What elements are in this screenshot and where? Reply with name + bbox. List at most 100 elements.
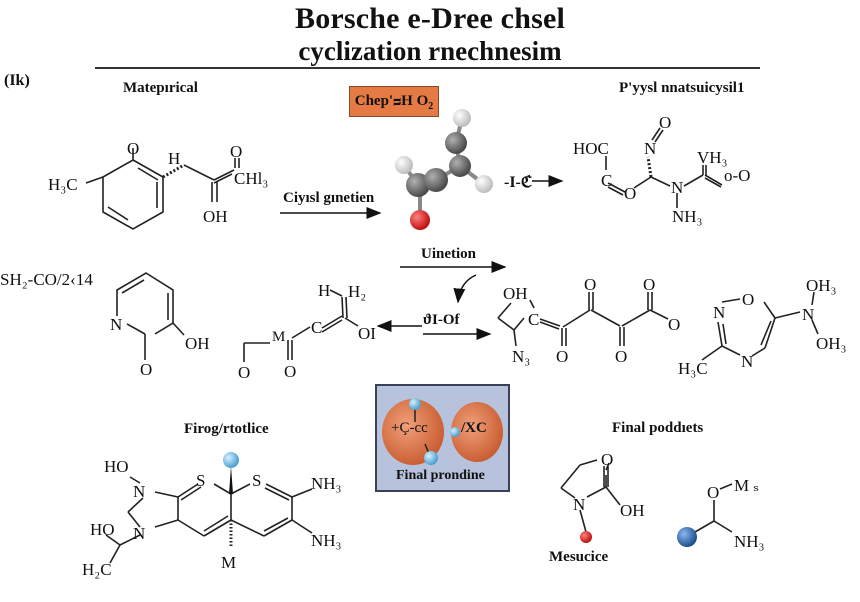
panel-graphic: [382, 398, 503, 465]
wedge-bond: [229, 466, 233, 494]
atom-C: C: [601, 171, 612, 190]
atom-N: N: [713, 303, 725, 322]
atom-HOC: HOC: [573, 139, 609, 158]
blue-atom-ball: [677, 527, 697, 547]
panel-id: (Ik): [4, 72, 30, 89]
atom-OH3: OH₃: [806, 276, 837, 295]
atom-N: N: [133, 524, 145, 543]
atom-C: C: [311, 318, 322, 337]
atom-H3C: H₃C: [678, 359, 708, 378]
arrow-label-cyclization: Ciyısl gınetien: [283, 190, 375, 206]
atom-C: C: [528, 310, 539, 329]
atom-O: o-O: [724, 166, 750, 185]
sphere1-label: +Ç-cc: [391, 420, 428, 436]
carbon-atom-ball: [445, 132, 467, 154]
atom-H: H: [168, 149, 180, 168]
reagent-text: Chep'ᴝH O: [354, 93, 429, 109]
atom-NH3: NH₃: [311, 474, 342, 493]
atom-HO: HO: [104, 457, 129, 476]
arrow-label-reaction: Uinetion: [421, 246, 477, 262]
atom-O: O: [624, 184, 636, 203]
reagent-subscript: 2: [428, 101, 434, 112]
red-atom-ball: [580, 531, 592, 543]
final-product-label: Mesucice: [549, 549, 609, 565]
orange-sphere: [382, 399, 444, 465]
atom-O: O: [668, 315, 680, 334]
oxygen-atom-ball: [410, 210, 430, 230]
atom-H2: H₂: [348, 282, 366, 301]
atom-N: N: [110, 315, 122, 334]
arrow-label-reverse: ϑI-Of: [423, 312, 460, 328]
carbon-atom-ball: [406, 173, 430, 197]
atom-OH: OH: [620, 501, 645, 520]
atom-OH: OH: [203, 207, 228, 226]
side-formula-label: SH₂-CO/2‹14: [0, 270, 93, 289]
atom-OH3: OH₃: [816, 334, 847, 353]
atom-O: O: [238, 363, 250, 382]
molecule-tricyclic: [105, 476, 313, 564]
molecule-final-product-1: [560, 459, 621, 533]
atom-OH: OH: [503, 284, 528, 303]
hydrogen-atom-ball: [475, 175, 493, 193]
molecule-pyridinone: [116, 272, 185, 360]
molecule-final-product-2: [694, 483, 733, 533]
section-starting-material: Matepırical: [123, 80, 198, 96]
atom-M: M: [221, 553, 236, 572]
atom-O: O: [140, 360, 152, 379]
atom-O: O: [601, 450, 613, 469]
atom-O: O: [127, 139, 139, 158]
atom-NH3: NH₃: [311, 531, 342, 550]
hydrogen-atom-ball: [395, 156, 413, 174]
atom-S: S: [252, 471, 261, 490]
atom-O: O: [659, 113, 671, 132]
atom-H3C: H₃C: [48, 175, 78, 194]
atom-O: O: [615, 347, 627, 366]
atom-N: N: [741, 352, 753, 371]
atom-O: O: [584, 275, 596, 294]
atom-H: H: [318, 281, 330, 300]
molecule-middle-chain: [243, 289, 359, 362]
hydrogen-atom-ball: [453, 109, 471, 127]
atom-Ms: M ₛ: [734, 476, 759, 495]
carbon-atom-ball: [449, 155, 471, 177]
light-blue-atom-ball: [409, 398, 421, 410]
molecule-oxadiazepine: [701, 291, 819, 361]
atom-N3: N₃: [512, 347, 530, 366]
atom-O: O: [556, 347, 568, 366]
ball-and-stick-model: [395, 109, 493, 230]
carbon-atom-ball: [424, 168, 448, 192]
section-intermediate: Firog/rtotlice: [184, 421, 269, 437]
atom-NH3: NH₃: [672, 207, 703, 226]
atom-N: N: [802, 305, 814, 324]
atom-O: O: [707, 483, 719, 502]
molecule-polyketone: [497, 292, 669, 347]
diagram-title-line2: cyclization rnechnesim: [298, 36, 562, 66]
atom-N: N: [644, 139, 656, 158]
light-blue-atom-ball: [424, 451, 438, 465]
atom-O: O: [742, 290, 754, 309]
atom-S: S: [196, 471, 205, 490]
atom-HO: HO: [90, 520, 115, 539]
molecule-product-top: [605, 127, 723, 208]
atom-N: N: [573, 495, 585, 514]
reagent-box: Chep'ᴝH O2: [349, 86, 439, 117]
light-blue-atom-ball: [450, 427, 460, 437]
final-product-panel: +Ç-cc /XC Final prondine: [375, 384, 510, 492]
atom-M: M: [272, 329, 285, 345]
title-divider: [95, 67, 760, 69]
atom-NH3: VH₃: [697, 148, 728, 167]
section-product-top: P'yysl nnatsuicysil1: [619, 80, 745, 96]
atom-OH: OH: [185, 334, 210, 353]
atom-N: N: [671, 178, 683, 197]
atom-H2C: H₂C: [82, 560, 112, 579]
curved-arrow: [453, 274, 477, 304]
atom-OI: OI: [358, 324, 376, 343]
arrow-label-elimination: -I-ℭ: [504, 174, 533, 191]
atom-O: O: [230, 142, 242, 161]
section-final-products: Final poddıets: [612, 420, 704, 436]
diagram-title-line1: Borsche e-Dree chsel: [294, 2, 565, 35]
atom-CH3: CHl₃: [234, 169, 268, 188]
panel-caption: Final prondine: [396, 468, 485, 483]
orange-sphere: [451, 402, 503, 462]
